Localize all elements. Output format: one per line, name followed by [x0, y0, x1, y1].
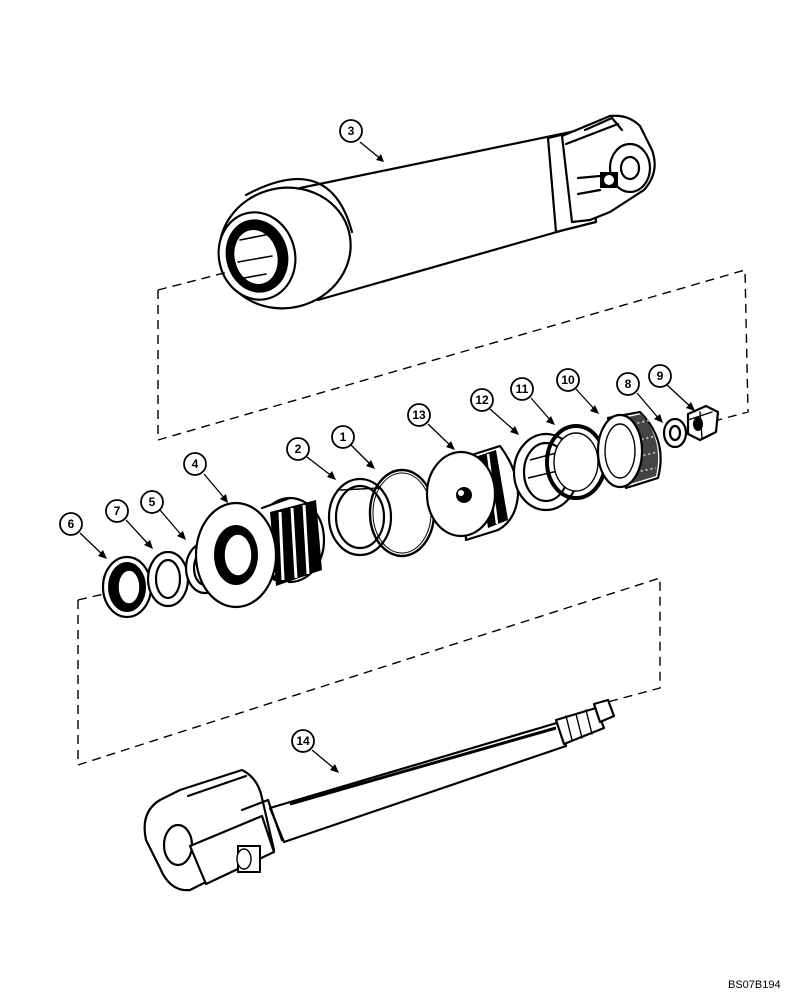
o-ring [327, 477, 393, 557]
callout-8: 8 [616, 372, 640, 396]
callout-10: 10 [556, 368, 580, 392]
callout-14: 14 [291, 729, 315, 753]
callout-4: 4 [183, 452, 207, 476]
callout-6-label: 6 [68, 517, 75, 531]
callout-3: 3 [339, 119, 363, 143]
callout-1: 1 [331, 425, 355, 449]
callout-4-label: 4 [192, 457, 199, 471]
callout-2-label: 2 [295, 442, 302, 456]
callout-13: 13 [407, 403, 431, 427]
callout-7: 7 [105, 499, 129, 523]
wiper-seal [101, 555, 153, 619]
gland [194, 496, 326, 609]
callout-13-label: 13 [412, 408, 426, 422]
callout-9: 9 [648, 364, 672, 388]
lower-dashed-envelope [77, 577, 661, 766]
upper-dashed-envelope [157, 269, 749, 441]
callout-14-label: 14 [296, 734, 310, 748]
callout-11: 11 [510, 377, 534, 401]
callout-12-label: 12 [475, 393, 489, 407]
callout-5-label: 5 [149, 495, 156, 509]
callout-1-label: 1 [340, 430, 347, 444]
callout-10-label: 10 [561, 373, 575, 387]
piston-seal [545, 424, 607, 500]
small-o-ring [662, 417, 688, 449]
cylinder-barrel [217, 114, 656, 310]
callout-11-label: 11 [516, 382, 529, 396]
callout-12: 12 [470, 388, 494, 412]
callout-2: 2 [286, 437, 310, 461]
drawing-reference-number: BS07B194 [728, 979, 781, 991]
callout-6: 6 [59, 512, 83, 536]
leader-lines [79, 141, 695, 773]
callout-3-label: 3 [348, 124, 355, 138]
piston [425, 444, 520, 542]
callout-5: 5 [140, 490, 164, 514]
callout-7-label: 7 [114, 504, 121, 518]
wear-band [596, 410, 662, 490]
callout-8-label: 8 [625, 377, 632, 391]
lock-nut [686, 404, 720, 442]
callout-9-label: 9 [657, 369, 664, 383]
rod-seal-ring [146, 550, 190, 608]
piston-rod [143, 698, 616, 892]
